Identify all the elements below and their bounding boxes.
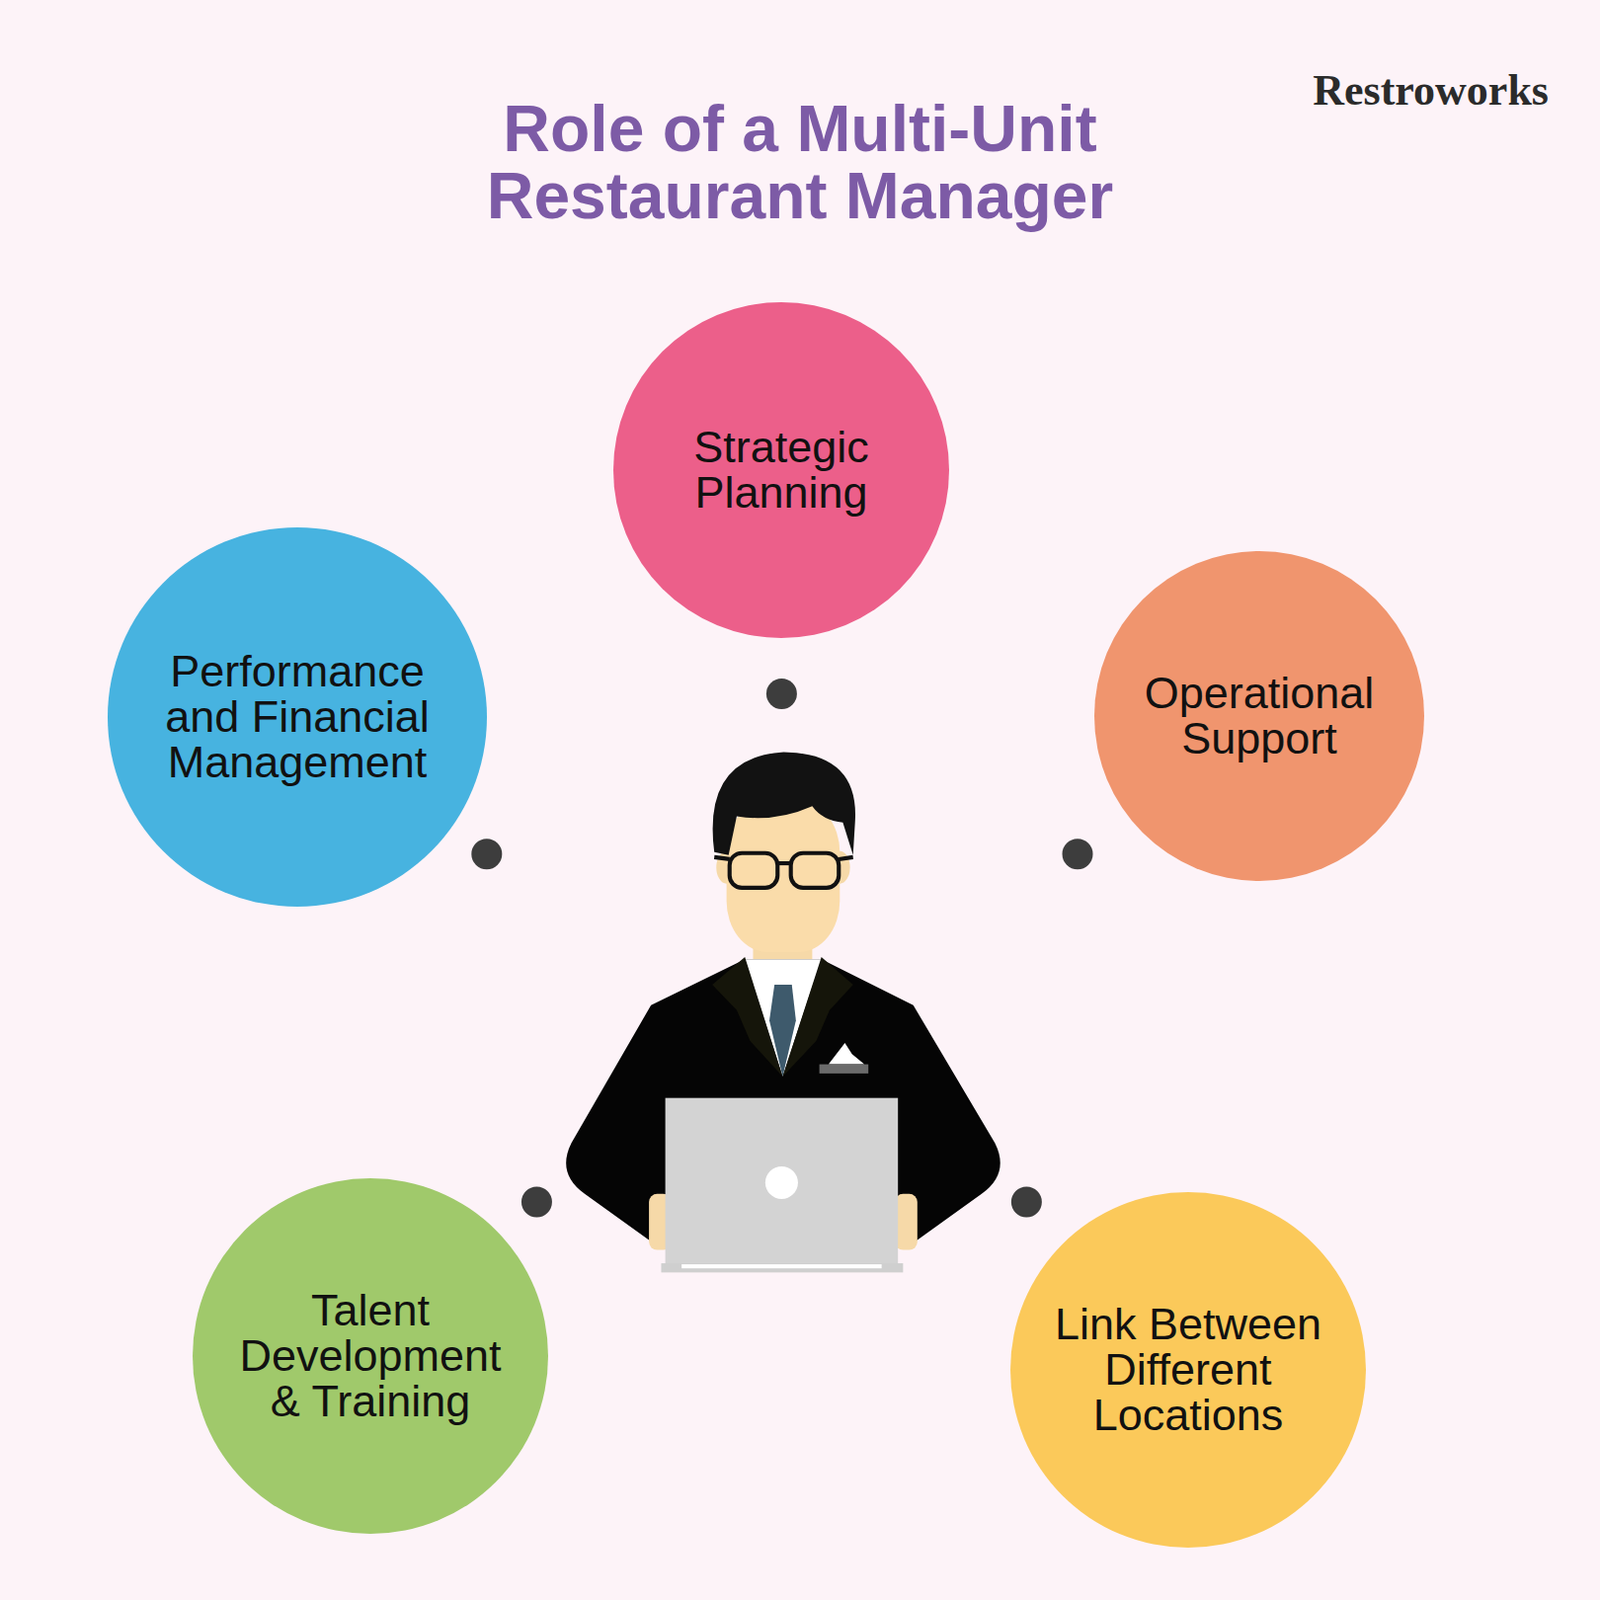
circle-fill xyxy=(613,302,950,639)
hair xyxy=(713,751,856,855)
connector-dot xyxy=(521,1187,553,1218)
pocket-square xyxy=(828,1042,865,1065)
glasses-arm xyxy=(838,857,853,860)
laptop-base-highlight xyxy=(681,1264,881,1269)
circle-content: Operational Support xyxy=(1094,551,1425,881)
laptop-logo xyxy=(765,1166,799,1200)
circle-content: Strategic Planning xyxy=(613,302,950,639)
topic-circle: Strategic Planning xyxy=(613,302,950,639)
circle-content: Talent Development & Training xyxy=(192,1178,549,1534)
hand xyxy=(894,1194,918,1251)
topic-label: Strategic Planning xyxy=(672,424,890,516)
diagram-title: Role of a Multi-Unit Restaurant Manager xyxy=(444,94,1156,230)
circle-content: Link Between Different Locations xyxy=(1010,1192,1366,1548)
connector-dot xyxy=(1062,838,1094,870)
circle-content: Performance and Financial Management xyxy=(107,527,487,907)
manager-illustration xyxy=(471,678,1093,1273)
glasses-arm xyxy=(714,857,729,860)
topic-circle: Performance and Financial Management xyxy=(107,527,487,907)
topic-label: Operational Support xyxy=(1130,670,1388,762)
topic-label: Link Between Different Locations xyxy=(1044,1301,1332,1439)
laptop-lid xyxy=(665,1098,899,1266)
pocket xyxy=(819,1064,870,1074)
brand-logo: Restroworks xyxy=(1312,65,1549,117)
topic-label: Talent Development & Training xyxy=(232,1287,509,1425)
glasses-lens xyxy=(729,853,779,888)
face xyxy=(726,800,841,953)
glasses-lens xyxy=(791,853,840,888)
circle-fill xyxy=(1010,1192,1366,1548)
lapel xyxy=(712,957,783,1077)
circle-fill xyxy=(1094,551,1425,881)
topic-circle: Link Between Different Locations xyxy=(1010,1192,1366,1548)
circle-fill xyxy=(192,1178,549,1534)
connector-dot xyxy=(766,678,798,710)
topic-circle: Operational Support xyxy=(1094,551,1425,881)
laptop-base xyxy=(660,1263,903,1273)
connector-dot xyxy=(471,838,502,870)
topic-label: Performance and Financial Management xyxy=(149,648,446,786)
glasses-bridge xyxy=(777,861,791,866)
circle-fill xyxy=(107,527,487,907)
connector-dot xyxy=(1011,1187,1042,1218)
topic-circle: Talent Development & Training xyxy=(192,1178,549,1534)
